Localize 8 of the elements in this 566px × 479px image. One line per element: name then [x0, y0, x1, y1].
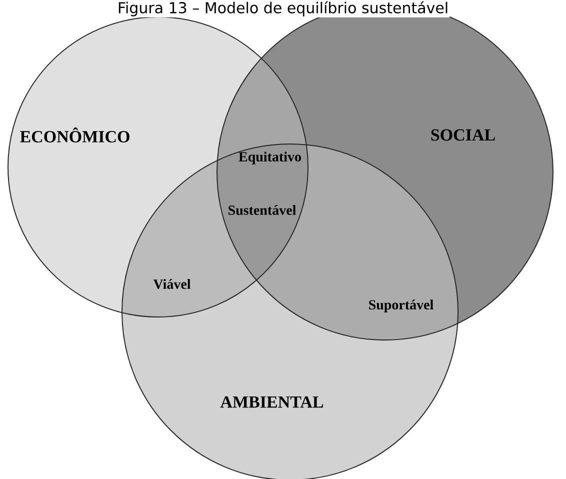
region-label: Viável: [153, 279, 191, 289]
figure-title: Figura 13 – Modelo de equilíbrio sustentável: [116, 0, 450, 18]
circle-label: AMBIENTAL: [220, 396, 324, 408]
region-label: Suportável: [369, 300, 434, 312]
circle-label: SOCIAL: [431, 129, 495, 141]
circle-label: ECONÔMICO: [20, 128, 130, 142]
region-label: Equitativo: [238, 152, 301, 164]
region-label: Sustentável: [228, 205, 296, 215]
